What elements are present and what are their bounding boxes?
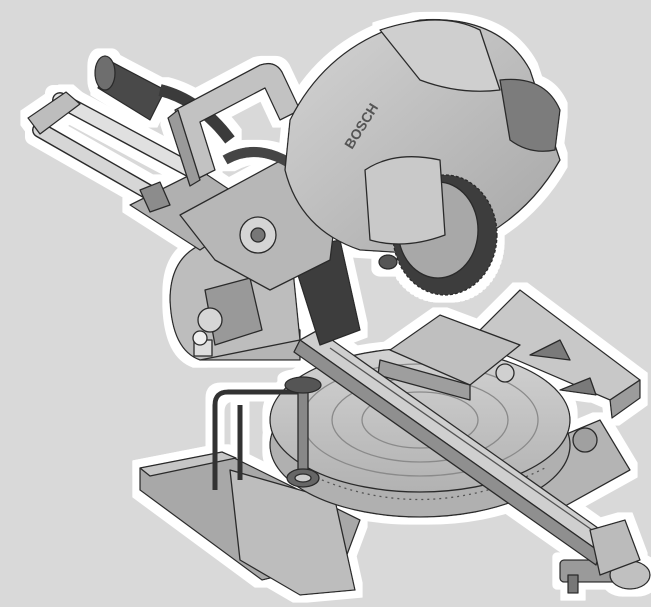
saw-base: [139, 419, 651, 596]
lower-guard: [364, 156, 446, 245]
fence-knob: [192, 330, 208, 346]
table-extension: [469, 289, 641, 453]
blade-guard: BOSCH: [284, 18, 561, 256]
hold-down-clamp: [212, 376, 322, 490]
mitre-arm: [293, 329, 641, 594]
saw-handle: [167, 62, 301, 187]
